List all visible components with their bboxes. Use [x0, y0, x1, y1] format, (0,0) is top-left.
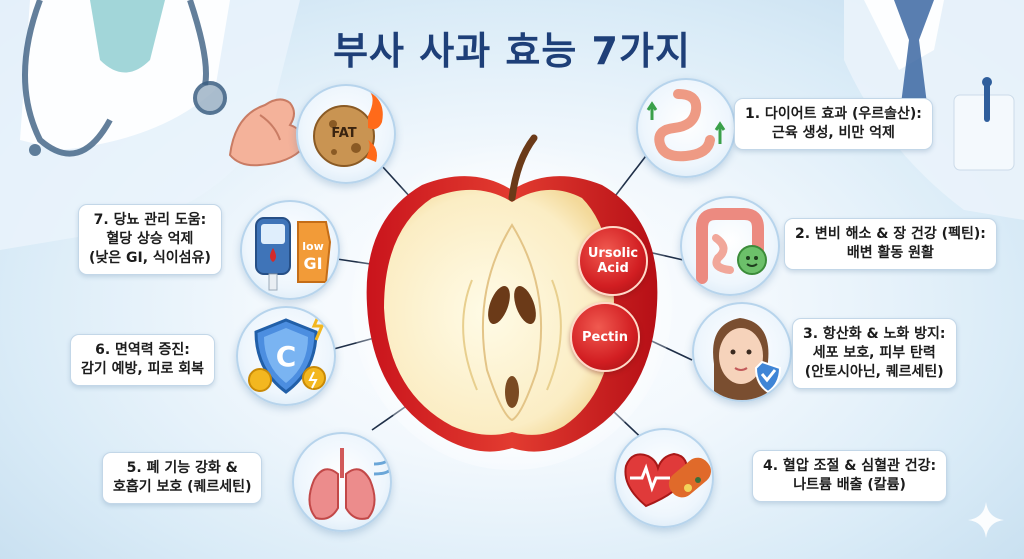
benefit-2-line-2: 배변 활동 원활	[846, 245, 934, 261]
benefit-3-label: 3. 항산화 & 노화 방지: 세포 보호, 피부 탄력 (안토시아닌, 퀘르세…	[792, 318, 957, 389]
benefit-7-line-1: 7. 당뇨 관리 도움:	[93, 212, 207, 228]
benefit-3-line-3: (안토시아닌, 퀘르세틴)	[804, 364, 944, 380]
low-label: low	[302, 240, 324, 253]
benefit-3-line-2: 세포 보호, 피부 탄력	[812, 345, 936, 361]
benefit-2-label: 2. 변비 해소 & 장 건강 (펙틴): 배변 활동 원활	[784, 218, 997, 270]
face-shield-icon	[692, 302, 792, 402]
ursolic-acid-badge: Ursolic Acid	[578, 226, 648, 296]
benefit-2-line-1: 2. 변비 해소 & 장 건강 (펙틴):	[795, 226, 986, 242]
lungs-icon	[292, 432, 392, 532]
ursolic-acid-line-1: Ursolic	[587, 246, 639, 261]
intestine-icon	[636, 78, 736, 178]
colon-icon	[680, 196, 780, 296]
ursolic-acid-line-2: Acid	[597, 261, 629, 276]
benefit-6-line-1: 6. 면역력 증진:	[95, 342, 190, 358]
benefit-4-line-2: 나트륨 배출 (칼륨)	[793, 477, 906, 493]
benefit-4-label: 4. 혈압 조절 & 심혈관 건강: 나트륨 배출 (칼륨)	[752, 450, 948, 502]
flexed-arm-icon	[228, 98, 306, 167]
apple-cross-section-illustration	[352, 134, 672, 470]
benefit-4-line-1: 4. 혈압 조절 & 심혈관 건강:	[763, 458, 937, 474]
benefit-7-line-3: (낮은 GI, 식이섬유)	[89, 250, 211, 266]
glucose-meter-icon: low GI	[240, 200, 340, 300]
benefit-1-line-1: 1. 다이어트 효과 (우르솔산):	[745, 106, 922, 122]
benefit-7-line-2: 혈당 상승 억제	[106, 231, 194, 247]
vitamin-c-shield-icon: C	[236, 306, 336, 406]
benefit-5-line-2: 호흡기 보호 (퀘르세틴)	[113, 479, 252, 495]
doctor-right-illustration	[844, 0, 1024, 220]
gi-label: GI	[303, 254, 323, 273]
pectin-label: Pectin	[582, 329, 628, 345]
doctor-left-illustration	[0, 0, 300, 250]
benefit-5-line-1: 5. 폐 기능 강화 &	[126, 460, 238, 476]
vitamin-c-letter: C	[275, 340, 297, 373]
fat-label: FAT	[331, 126, 357, 141]
fat-burning-icon: FAT	[296, 84, 396, 184]
sparkle-icon	[968, 502, 1004, 538]
benefit-1-label: 1. 다이어트 효과 (우르솔산): 근육 생성, 비만 억제	[734, 98, 933, 150]
benefit-1-line-2: 근육 생성, 비만 억제	[771, 125, 895, 141]
benefit-7-label: 7. 당뇨 관리 도움: 혈당 상승 억제 (낮은 GI, 식이섬유)	[78, 204, 222, 275]
heart-vessel-icon	[614, 428, 714, 528]
page-title: 부사 사과 효능 7가지	[333, 29, 691, 73]
benefit-6-line-2: 감기 예방, 피로 회복	[81, 361, 204, 377]
benefit-5-label: 5. 폐 기능 강화 & 호흡기 보호 (퀘르세틴)	[102, 452, 263, 504]
pectin-badge: Pectin	[570, 302, 640, 372]
benefit-6-label: 6. 면역력 증진: 감기 예방, 피로 회복	[70, 334, 215, 386]
benefit-3-line-1: 3. 항산화 & 노화 방지:	[803, 326, 946, 342]
